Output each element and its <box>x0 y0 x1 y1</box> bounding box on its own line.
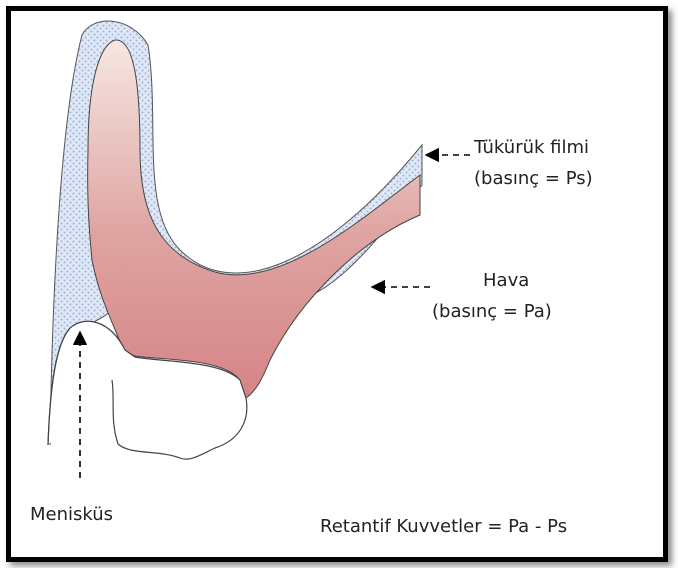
air-pressure-label: (basınç = Pa) <box>432 301 552 322</box>
saliva-pressure-label: (basınç = Ps) <box>474 168 593 189</box>
saliva-film-label: Tükürük filmi <box>473 137 589 158</box>
air-label: Hava <box>483 270 529 291</box>
retentive-force-equation: Retantif Kuvvetler = Pa - Ps <box>320 516 567 537</box>
meniscus-label: Menisküs <box>30 504 113 525</box>
denture-base <box>88 40 420 398</box>
